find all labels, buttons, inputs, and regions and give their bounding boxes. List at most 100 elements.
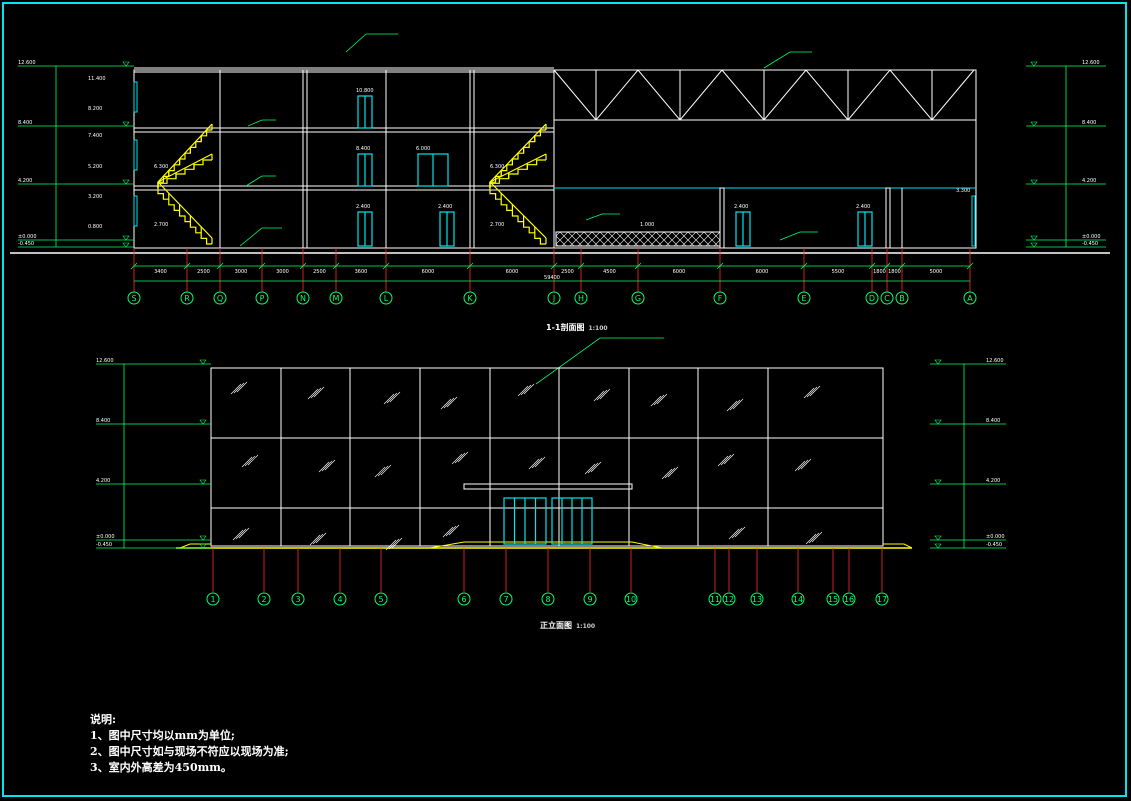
floor-mark-3: 2.700 (490, 222, 504, 228)
door-level-2: 6.000 (416, 146, 430, 152)
elevation-right-level-0: 12.600 (986, 358, 1004, 364)
elevation-left-level-3: ±0.000 (96, 534, 115, 540)
svg-text:4: 4 (337, 595, 342, 604)
section-dim-label: 5500 (832, 269, 845, 275)
section-axis-K: K (463, 291, 477, 305)
svg-text:5: 5 (378, 595, 383, 604)
elevation-level-marks: 12.6008.4004.200±0.000-0.45012.6008.4004… (96, 358, 1006, 549)
section-dim-label: 1800 (888, 269, 901, 275)
elevation-axis-16: 16 (842, 592, 856, 606)
section-stairs (157, 123, 547, 245)
section-dim-label: 2500 (197, 269, 210, 275)
section-level-marks: 12.6008.4004.200±0.000-0.45012.6008.4004… (18, 60, 1106, 248)
section-axis-R: R (180, 291, 194, 305)
svg-text:12: 12 (724, 595, 734, 604)
svg-text:9: 9 (587, 595, 592, 604)
elevation-left-level-1: 8.400 (96, 418, 110, 424)
svg-text:3: 3 (295, 595, 300, 604)
section-left-level-0: 12.600 (18, 60, 36, 66)
elevation-axis-12: 12 (722, 592, 736, 606)
floor-mark-5: 1.000 (640, 222, 654, 228)
svg-text:Q: Q (217, 294, 223, 303)
section-axis-H: H (574, 291, 588, 305)
entrance-doors[interactable] (503, 497, 593, 545)
elevation-axis-2: 2 (257, 592, 271, 606)
section-dim-label: 2500 (561, 269, 574, 275)
elevation-axis-14: 14 (791, 592, 805, 606)
section-total-dim: 59400 (544, 275, 560, 281)
section-dim-label: 1800 (873, 269, 886, 275)
glass-reflection-marks (230, 381, 823, 551)
section-inner-level-2: 7.400 (88, 133, 102, 139)
svg-text:N: N (300, 294, 306, 303)
svg-text:F: F (718, 294, 723, 303)
door-level-4: 2.400 (438, 204, 452, 210)
svg-text:B: B (899, 294, 905, 303)
section-axis-C: C (880, 291, 894, 305)
floor-mark-2: 2.700 (154, 222, 168, 228)
section-right-level-3: ±0.000 (1082, 234, 1101, 240)
svg-text:P: P (260, 294, 265, 303)
section-axis-E: E (797, 291, 811, 305)
section-dim-label: 3600 (355, 269, 368, 275)
door-level-3: 2.400 (356, 204, 370, 210)
svg-text:E: E (801, 294, 806, 303)
svg-text:K: K (467, 294, 473, 303)
section-left-level-4: -0.450 (18, 241, 34, 247)
section-right-level-2: 4.200 (1082, 178, 1096, 184)
note-item-3: 3、室内外高差为450mm。 (90, 761, 232, 774)
floor-mark-1: 6.300 (490, 164, 504, 170)
section-axis-P: P (255, 291, 269, 305)
note-item-1: 1、图中尺寸均以mm为单位; (90, 729, 235, 742)
svg-text:10: 10 (626, 595, 636, 604)
elevation-left-level-2: 4.200 (96, 478, 110, 484)
elevation-right-level-3: ±0.000 (986, 534, 1005, 540)
elevation-axis-6: 6 (457, 592, 471, 606)
section-inner-level-0: 11.400 (88, 76, 106, 82)
svg-text:2: 2 (261, 595, 266, 604)
elevation-axis-5: 5 (374, 592, 388, 606)
svg-text:S: S (131, 294, 136, 303)
elevation-left-level-4: -0.450 (96, 542, 112, 548)
section-inner-level-5: 0.800 (88, 224, 102, 230)
svg-text:H: H (578, 294, 584, 303)
section-axis-D: D (865, 291, 879, 305)
section-dim-label: 3400 (154, 269, 167, 275)
section-axis-B: B (895, 291, 909, 305)
svg-text:13: 13 (752, 595, 762, 604)
floor-mark-0: 6.300 (154, 164, 168, 170)
svg-text:1: 1 (210, 595, 215, 604)
section-axis-A: A (963, 291, 977, 305)
svg-text:8: 8 (545, 595, 550, 604)
section-dim-label: 5000 (930, 269, 943, 275)
svg-text:G: G (635, 294, 641, 303)
elevation-axis-13: 13 (750, 592, 764, 606)
section-right-level-1: 8.400 (1082, 120, 1096, 126)
door-level-6: 2.400 (856, 204, 870, 210)
section-right-hall (553, 69, 977, 249)
floor-mark-4: 3.300 (956, 188, 970, 194)
elevation-axis-8: 8 (541, 592, 555, 606)
section-dim-label: 6000 (506, 269, 519, 275)
svg-text:J: J (552, 294, 555, 303)
elevation-right-level-4: -0.450 (986, 542, 1002, 548)
elevation-axis-3: 3 (291, 592, 305, 606)
elevation-axis-15: 15 (826, 592, 840, 606)
svg-text:A: A (967, 294, 973, 303)
curtain-wall (210, 367, 884, 547)
svg-text:6: 6 (461, 595, 466, 604)
svg-text:C: C (884, 294, 890, 303)
section-dim-label: 6000 (422, 269, 435, 275)
elevation-left-level-0: 12.600 (96, 358, 114, 364)
svg-text:11: 11 (710, 595, 720, 604)
elevation-axis-4: 4 (333, 592, 347, 606)
section-axis-G: G (631, 291, 645, 305)
